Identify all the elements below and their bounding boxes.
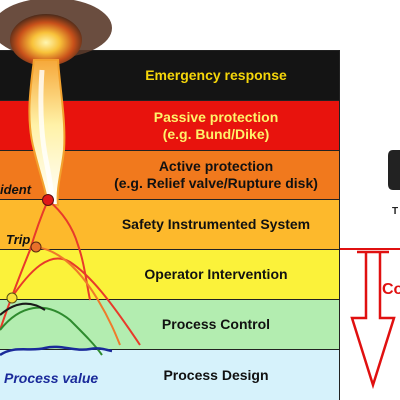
layer-passive-protection-line-2: (e.g. Bund/Dike) (162, 125, 270, 142)
layer-emergency-response-line-1: Emergency response (145, 67, 287, 83)
layer-active-protection: Active protection (e.g. Relief valve/Rup… (0, 150, 340, 199)
layer-operator-intervention-label: Operator Intervention (101, 266, 331, 283)
layer-operator-intervention-line-1: Operator Intervention (144, 266, 288, 282)
partial-logo-icon (388, 150, 400, 190)
layer-process-design-label: Process Design (101, 367, 331, 384)
layer-safety-instrumented-system: Safety Instrumented System (0, 199, 340, 249)
layer-operator-intervention: Operator Intervention (0, 249, 340, 299)
layer-process-design-line-1: Process Design (163, 366, 269, 383)
layer-passive-protection-label: Passive protection (e.g. Bund/Dike) (101, 109, 331, 143)
down-arrow-icon (350, 250, 396, 390)
layer-passive-protection-line-1: Passive protection (153, 108, 279, 125)
layer-process-control-line-1: Process Control (161, 316, 271, 332)
layer-process-control-label: Process Control (101, 316, 331, 333)
layer-active-protection-line-1: Active protection (158, 158, 274, 174)
layer-sis-line-1: Safety Instrumented System (121, 216, 311, 232)
layer-emergency-response-label: Emergency response (101, 67, 331, 84)
layer-process-design: Process Design (0, 349, 340, 400)
layer-process-control: Process Control (0, 299, 340, 349)
layer-active-protection-label: Active protection (e.g. Relief valve/Rup… (101, 158, 331, 192)
protection-layer-stack: Emergency response Passive protection (e… (0, 50, 340, 400)
layer-sis-label: Safety Instrumented System (101, 216, 331, 233)
layer-emergency-response: Emergency response (0, 50, 340, 100)
layer-passive-protection: Passive protection (e.g. Bund/Dike) (0, 100, 340, 150)
partial-side-word: Co (382, 281, 400, 298)
layer-active-protection-line-2: (e.g. Relief valve/Rupture disk) (114, 175, 318, 191)
partial-side-caption: T (392, 206, 398, 217)
